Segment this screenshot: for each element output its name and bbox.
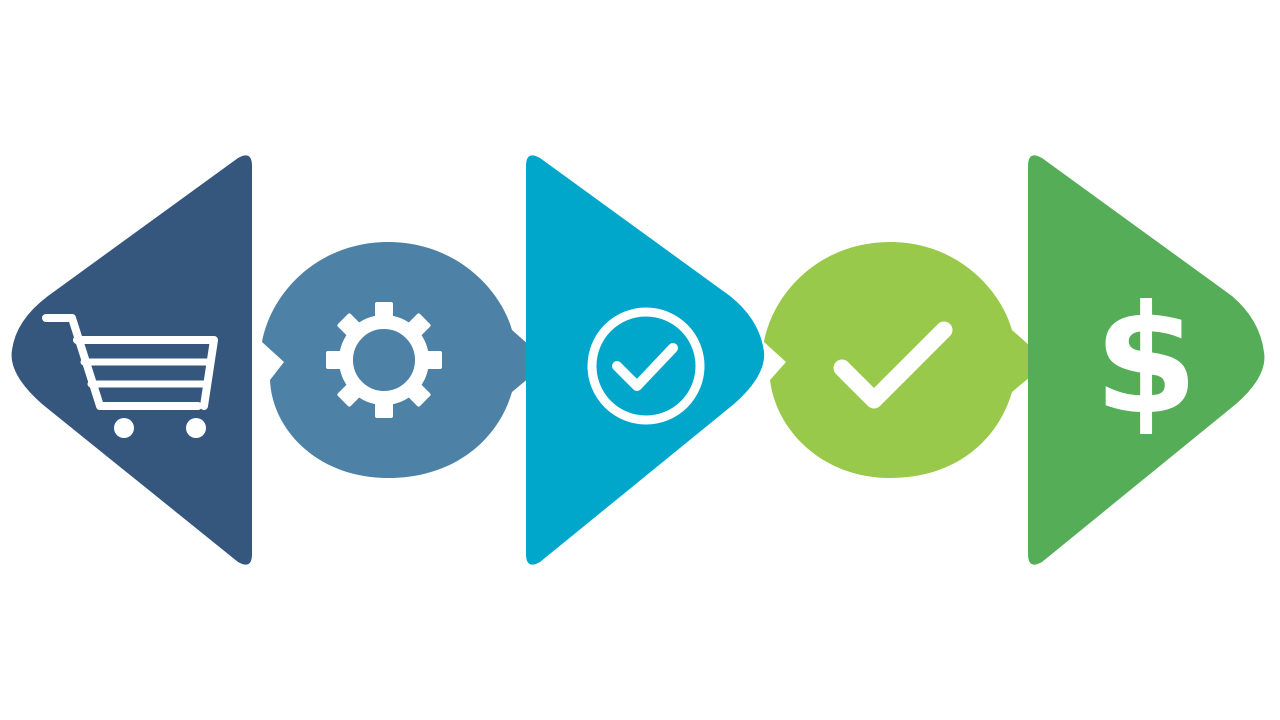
- gear-icon: [326, 302, 442, 418]
- shopping-cart-icon: [42, 314, 218, 438]
- check-circle-icon: [587, 307, 705, 425]
- step-3-shape: [526, 155, 765, 565]
- step-2-shape: [262, 242, 548, 478]
- step-5-shape: [1028, 155, 1265, 565]
- dollar-sign-icon: $: [1094, 274, 1198, 448]
- check-mark-icon: [833, 321, 953, 409]
